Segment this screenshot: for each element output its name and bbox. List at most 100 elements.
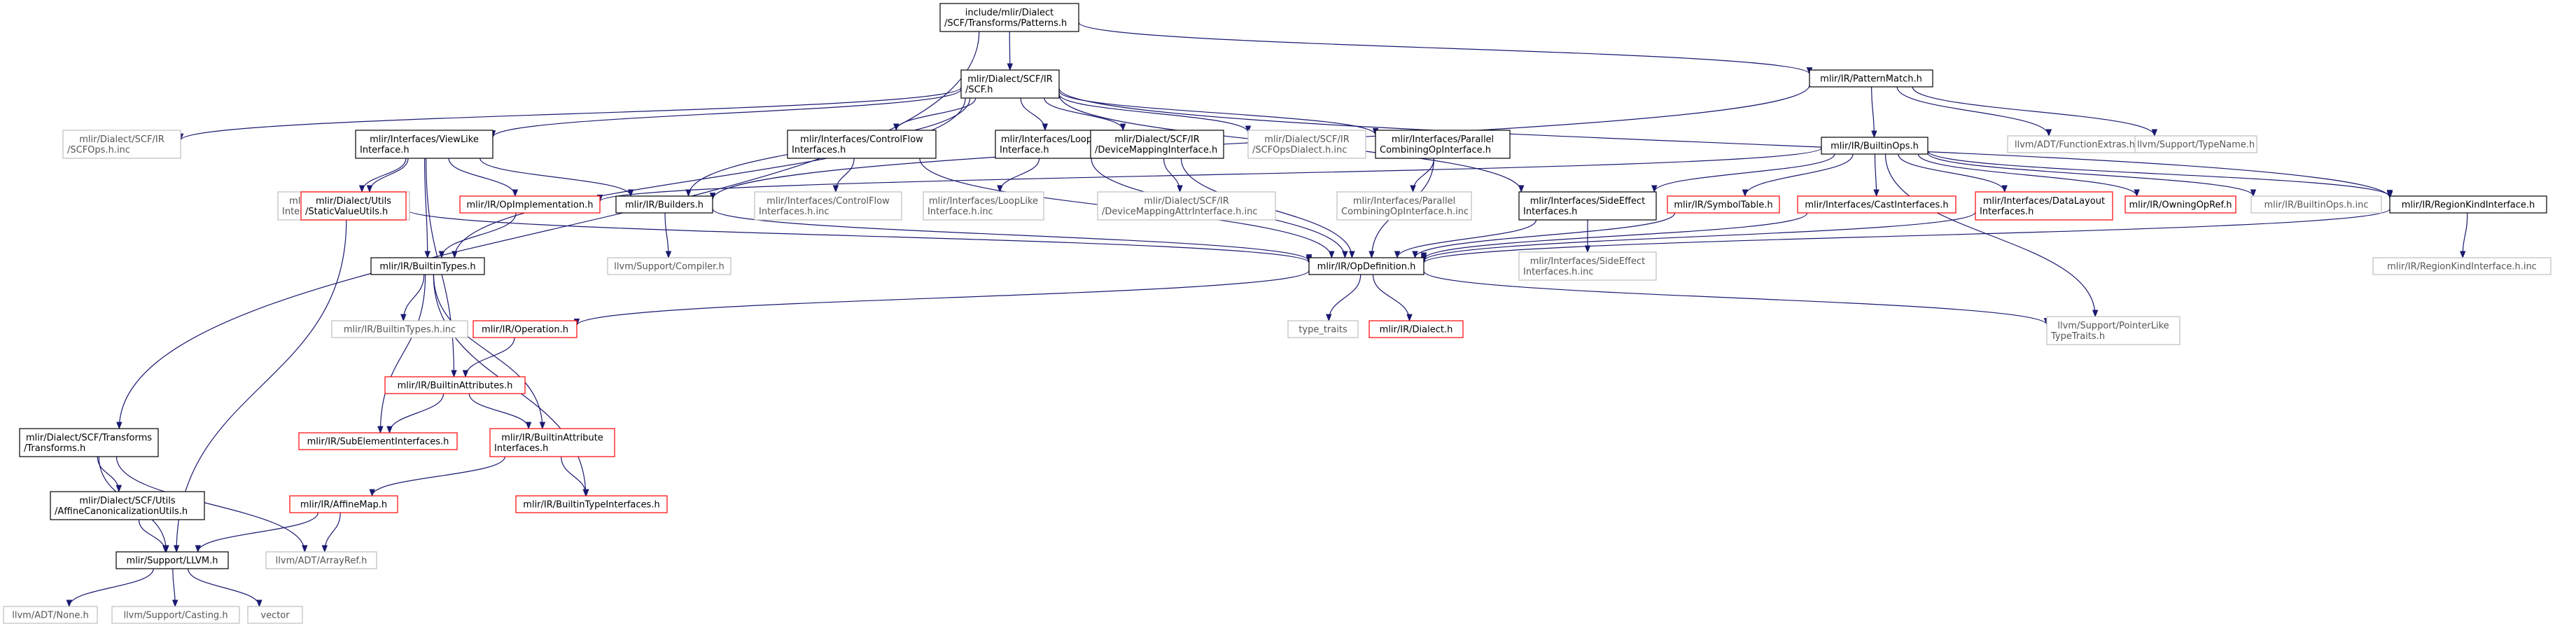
node-arrayref[interactable]: llvm/ADT/ArrayRef.h xyxy=(265,551,377,569)
node-staticvalue[interactable]: mlir/Dialect/Utils/StaticValueUtils.h xyxy=(300,191,407,221)
node-regionkind[interactable]: mlir/IR/RegionKindInterface.h xyxy=(2389,195,2547,214)
node-box xyxy=(1975,191,2113,221)
node-parallelcombining[interactable]: mlir/Interfaces/ParallelCombiningOpInter… xyxy=(1375,130,1511,159)
edge-opdefinition-to-pointerlike xyxy=(1423,270,2050,326)
node-label-line: mlir/Interfaces/ViewLike xyxy=(370,134,479,145)
edge-staticvalue-to-opdefinition xyxy=(405,209,1312,264)
node-operation[interactable]: mlir/IR/Operation.h xyxy=(472,320,578,338)
node-label-line: /Transforms.h xyxy=(24,443,85,454)
node-llvm-h[interactable]: mlir/Support/LLVM.h xyxy=(115,551,229,569)
node-label-line: llvm/ADT/ArrayRef.h xyxy=(276,556,368,567)
edge-affinecanon-to-llvm_h xyxy=(138,519,169,553)
node-label-line: vector xyxy=(260,611,290,621)
node-devicemapping-inc[interactable]: mlir/Dialect/SCF/IR/DeviceMappingAttrInt… xyxy=(1097,191,1276,221)
node-sideeffect-inc[interactable]: mlir/Interfaces/SideEffectInterfaces.h.i… xyxy=(1518,251,1657,281)
node-scfops-inc[interactable]: mlir/Dialect/SCF/IR/SCFOps.h.inc xyxy=(62,130,181,159)
node-label-line: Interface.h.inc xyxy=(927,207,993,217)
node-root[interactable]: include/mlir/Dialect/SCF/Transforms/Patt… xyxy=(939,3,1079,32)
node-builtintypes-inc[interactable]: mlir/IR/BuiltinTypes.h.inc xyxy=(331,320,468,338)
node-patternmatch[interactable]: mlir/IR/PatternMatch.h xyxy=(1809,69,1933,88)
node-box xyxy=(1667,195,1780,214)
node-label-line: mlir/IR/PatternMatch.h xyxy=(1820,74,1922,85)
node-regionkind-inc[interactable]: mlir/IR/RegionKindInterface.h.inc xyxy=(2372,257,2552,275)
edges xyxy=(66,22,2468,608)
node-box xyxy=(2046,316,2180,345)
node-affinemap[interactable]: mlir/IR/AffineMap.h xyxy=(289,495,398,513)
edge-viewlike-to-builtintypes xyxy=(424,158,431,259)
node-builtintypes[interactable]: mlir/IR/BuiltinTypes.h xyxy=(370,257,485,275)
node-label-line: mlir/Dialect/SCF/Transforms xyxy=(26,433,152,443)
edge-castinterfaces-to-opdefinition xyxy=(1420,212,1808,261)
node-label-line: mlir/Interfaces/DataLayout xyxy=(1983,196,2105,207)
node-symboltable[interactable]: mlir/IR/SymbolTable.h xyxy=(1667,195,1780,214)
edge-regionkind-to-opdefinition xyxy=(1421,208,2390,264)
edge-operation-to-builtinattrs xyxy=(462,337,515,378)
node-owningopref[interactable]: mlir/IR/OwningOpRef.h xyxy=(2124,195,2236,214)
node-dialect[interactable]: mlir/IR/Dialect.h xyxy=(1368,320,1464,338)
node-vector[interactable]: vector xyxy=(247,606,303,624)
node-box xyxy=(370,257,485,275)
node-label-line: mlir/Dialect/SCF/IR xyxy=(1144,196,1229,207)
node-box xyxy=(960,69,1060,99)
edge-llvm_h-to-vector xyxy=(188,568,262,608)
node-builders[interactable]: mlir/IR/Builders.h xyxy=(615,195,713,214)
edge-llvm_h-to-none_h xyxy=(66,568,154,608)
edge-opdefinition-to-operation xyxy=(573,270,1310,326)
node-builtinops[interactable]: mlir/IR/BuiltinOps.h xyxy=(1821,137,1928,155)
node-label-line: Interfaces.h xyxy=(792,145,846,155)
node-builtinops-inc[interactable]: mlir/IR/BuiltinOps.h.inc xyxy=(2250,195,2382,214)
node-box xyxy=(923,191,1044,221)
node-label-line: mlir/IR/Builders.h xyxy=(625,200,704,211)
node-box xyxy=(2372,257,2552,275)
edge-builtinattrinterfaces-to-affinemap xyxy=(369,456,505,497)
node-builtinattrs[interactable]: mlir/IR/BuiltinAttributes.h xyxy=(384,376,526,394)
node-label-line: Interfaces.h.inc xyxy=(1523,267,1593,277)
node-label-line: Interfaces.h xyxy=(1980,207,2033,217)
node-subelement[interactable]: mlir/IR/SubElementInterfaces.h xyxy=(298,432,458,450)
node-opimpl[interactable]: mlir/IR/OpImplementation.h xyxy=(459,195,601,214)
node-affinecanon[interactable]: mlir/Dialect/SCF/Utils/AffineCanonicaliz… xyxy=(50,491,205,520)
node-label-line: Interfaces.h.inc xyxy=(759,207,829,217)
node-none-h[interactable]: llvm/ADT/None.h xyxy=(3,606,98,624)
node-compiler[interactable]: llvm/Support/Compiler.h xyxy=(607,257,732,275)
node-box xyxy=(1375,130,1511,159)
node-label-line: llvm/Support/Casting.h xyxy=(123,611,227,621)
edge-scf_h-to-parallelcombining xyxy=(1058,90,1379,136)
node-type-traits[interactable]: type_traits xyxy=(1287,320,1359,338)
edge-opdefinition-to-type_traits xyxy=(1325,274,1362,322)
node-label-line: mlir/Interfaces/CastInterfaces.h xyxy=(1805,200,1948,211)
node-label-line: /AffineCanonicalizationUtils.h xyxy=(55,506,188,517)
node-typename[interactable]: llvm/Support/TypeName.h xyxy=(2134,135,2258,153)
node-parallelcombining-inc[interactable]: mlir/Interfaces/ParallelCombiningOpInter… xyxy=(1336,191,1472,221)
node-label-line: mlir/IR/AffineMap.h xyxy=(300,500,387,511)
node-casting[interactable]: llvm/Support/Casting.h xyxy=(111,606,240,624)
node-scf-h[interactable]: mlir/Dialect/SCF/IR/SCF.h xyxy=(960,69,1060,99)
edge-sideeffect-to-opdefinition xyxy=(1394,219,1537,259)
node-builtintypeinterfaces[interactable]: mlir/IR/BuiltinTypeInterfaces.h xyxy=(515,495,668,513)
node-box xyxy=(1287,320,1359,338)
node-label-line: mlir/Dialect/SCF/IR xyxy=(1264,134,1350,145)
node-devicemapping[interactable]: mlir/Dialect/SCF/IR/DeviceMappingInterfa… xyxy=(1090,130,1224,159)
node-scf-transforms[interactable]: mlir/Dialect/SCF/Transforms/Transforms.h xyxy=(19,428,159,457)
node-label-line: mlir/IR/RegionKindInterface.h.inc xyxy=(2387,262,2537,272)
node-box xyxy=(939,3,1079,32)
edge-looplike-to-looplike_inc xyxy=(997,158,1040,193)
node-label-line: /SCFOps.h.inc xyxy=(67,145,130,155)
node-scfopsdialect[interactable]: mlir/Dialect/SCF/IR/SCFOpsDialect.h.inc xyxy=(1247,130,1366,159)
edge-opimpl-to-builtintypes xyxy=(438,212,517,259)
node-controlflow-inc[interactable]: mlir/Interfaces/ControlFlowInterfaces.h.… xyxy=(754,191,902,221)
node-label-line: mlir/Interfaces/Parallel xyxy=(1353,196,1455,207)
node-functionextras[interactable]: llvm/ADT/FunctionExtras.h xyxy=(2007,135,2143,153)
node-label-line: mlir/Interfaces/SideEffect xyxy=(1530,196,1646,207)
edge-builtintypes-to-subelement xyxy=(377,274,426,434)
node-label-line: mlir/Dialect/SCF/Utils xyxy=(79,496,175,506)
node-opdefinition[interactable]: mlir/IR/OpDefinition.h xyxy=(1308,257,1424,275)
node-castinterfaces[interactable]: mlir/Interfaces/CastInterfaces.h xyxy=(1797,195,1956,214)
